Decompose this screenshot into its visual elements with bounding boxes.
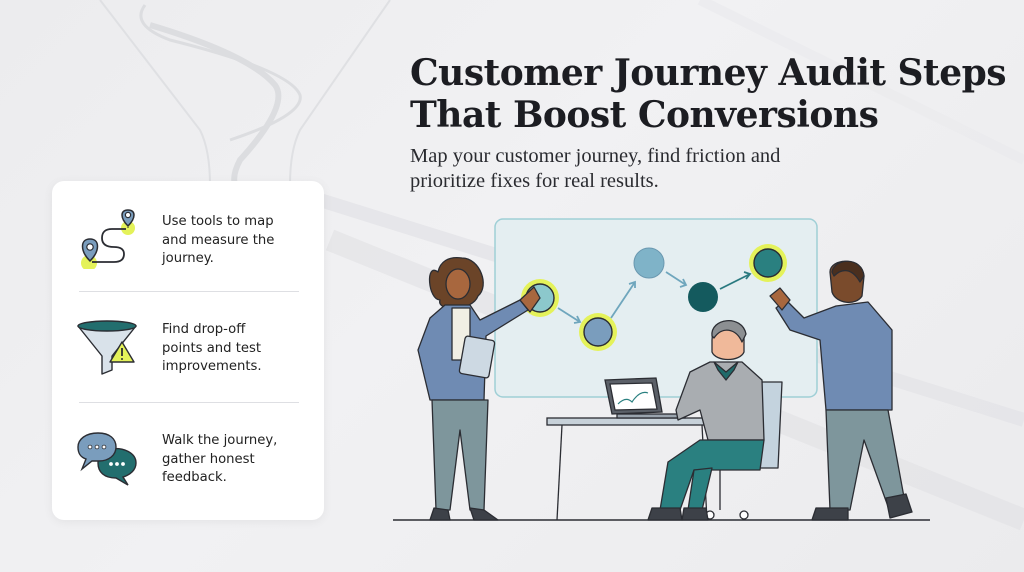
steps-card: Use tools to map and measure the journey… [52, 181, 324, 520]
title-line-2: That Boost Conversions [410, 94, 879, 136]
page-subtitle: Map your customer journey, find friction… [410, 144, 850, 194]
step-line: improvements. [162, 359, 262, 374]
step-line: journey. [162, 251, 214, 266]
step-walk-journey: Walk the journey, gather honest feedback… [52, 403, 324, 513]
step-line: and measure the [162, 232, 275, 248]
team-journey-illustration [393, 218, 930, 521]
step-text: Walk the journey, gather honest feedback… [162, 432, 302, 488]
step-find-dropoff: Find drop-off points and test improvemen… [52, 292, 324, 402]
step-line: Walk the journey, [162, 433, 278, 448]
divider [79, 402, 299, 403]
subtitle-line-2: prioritize fixes for real results. [410, 170, 659, 192]
step-text: Use tools to map and measure the journey… [162, 213, 302, 269]
step-text: Find drop-off points and test improvemen… [162, 321, 302, 377]
funnel-warning-icon [77, 320, 137, 375]
step-line: points and test [162, 340, 262, 356]
standing-colleague [769, 260, 913, 521]
page-title: Customer Journey Audit Steps That Boost … [410, 52, 1010, 136]
seated-analyst [647, 320, 783, 521]
woman-presenter [417, 256, 541, 521]
title-line-1: Customer Journey Audit Steps [410, 52, 1007, 94]
subtitle-line-1: Map your customer journey, find friction… [410, 145, 781, 167]
step-line: gather honest [162, 451, 255, 467]
step-line: Use tools to map [162, 214, 274, 229]
step-line: feedback. [162, 470, 227, 485]
map-route-pins-icon [81, 209, 135, 269]
step-line: Find drop-off [162, 322, 246, 337]
chat-bubbles-icon [77, 432, 137, 486]
desk-with-laptop [546, 377, 718, 521]
divider [79, 291, 299, 292]
journey-arrows [557, 271, 752, 324]
step-map-journey: Use tools to map and measure the journey… [52, 181, 324, 291]
